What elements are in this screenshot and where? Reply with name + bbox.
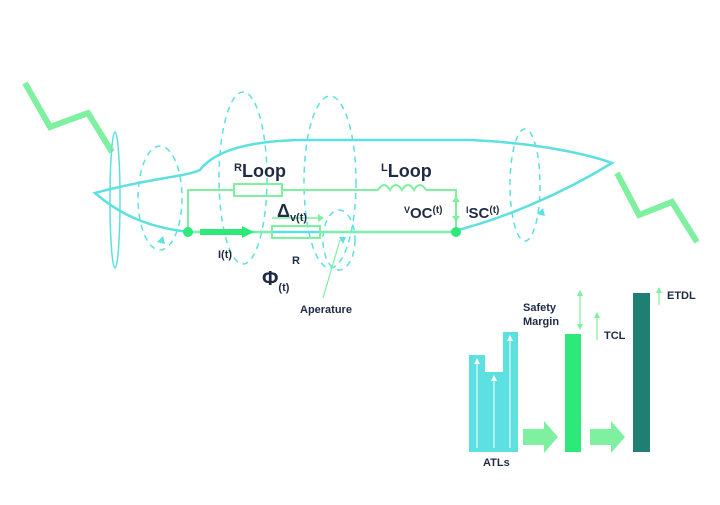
threshold-bars [469,287,662,453]
current-label: I(t) [218,249,232,261]
field-arrow-5 [537,208,545,216]
atl-bar-arrowheads [474,335,513,381]
r-loop-label: RLoop [234,161,286,181]
tcl-bar [565,334,581,452]
flow-arrow-2 [590,421,625,453]
l-loop-label: LLoop [381,161,432,181]
circuit-top-wire [187,189,234,232]
isc-sup: (t) [489,205,499,216]
safety-margin-line2: Margin [523,316,559,328]
field-loops [137,91,541,271]
propeller-disc [109,131,121,269]
tcl-arrow-head [594,312,600,318]
l-loop-main: Loop [388,161,432,181]
aperture-label: Aperature [300,304,352,316]
voc-main: OC [410,205,433,222]
lightning-bolt-left [22,81,115,154]
voc-label: VOC(t) [404,205,443,222]
safety-margin-line1: Safety [523,302,557,314]
resistor-label: R [292,255,300,267]
delta-v-label: Δv(t) [277,201,307,224]
atl-bar-arrows [476,339,511,448]
r-loop-resistor [233,183,283,197]
r-loop-sup: R [234,162,242,174]
circuit [187,183,457,239]
phi-sub: (t) [278,282,289,294]
tcl-label: TCL [604,330,626,342]
aperture-pointer [322,239,341,299]
voc-marker-down [452,216,460,222]
isc-label: ISC(t) [466,205,499,222]
voc-marker-up [452,196,460,202]
etdl-bar [633,293,650,452]
r-loop-main: Loop [242,161,286,181]
delta-bracket-arrow [318,214,324,222]
safety-margin-label: Safety Margin [523,302,559,328]
field-loop-1 [137,145,183,251]
field-arrow-1 [157,236,165,244]
circuit-node-right [451,227,461,237]
safety-margin-arrow-bottom [577,324,583,330]
isc-pre: I [466,205,469,215]
circuit-node-left [183,227,193,237]
voc-pre: V [404,205,410,215]
field-arrow-4 [339,237,346,244]
field-loop-3 [303,95,357,269]
l-loop-inductor [377,184,427,192]
phi-main: Φ [262,268,278,290]
field-loop-2 [218,91,268,265]
field-loop-5 [509,128,541,242]
current-arrow-head [242,226,254,238]
field-loop-arrows [157,208,545,244]
voc-sup: (t) [433,205,443,216]
delta-sub: v(t) [290,212,307,224]
etdl-arrow-head [656,287,662,293]
flow-arrow-1 [523,421,558,453]
safety-margin-arrow-top [577,290,583,296]
field-loop-4 [322,209,356,271]
etdl-label: ETDL [667,290,696,302]
phi-label: Φ(t) [262,268,290,294]
lightning-bolt-right [614,171,700,244]
l-loop-sup: L [381,162,388,174]
delta-main: Δ [277,201,290,221]
isc-main: SC [469,205,490,222]
atls-label: ATLs [483,457,510,469]
